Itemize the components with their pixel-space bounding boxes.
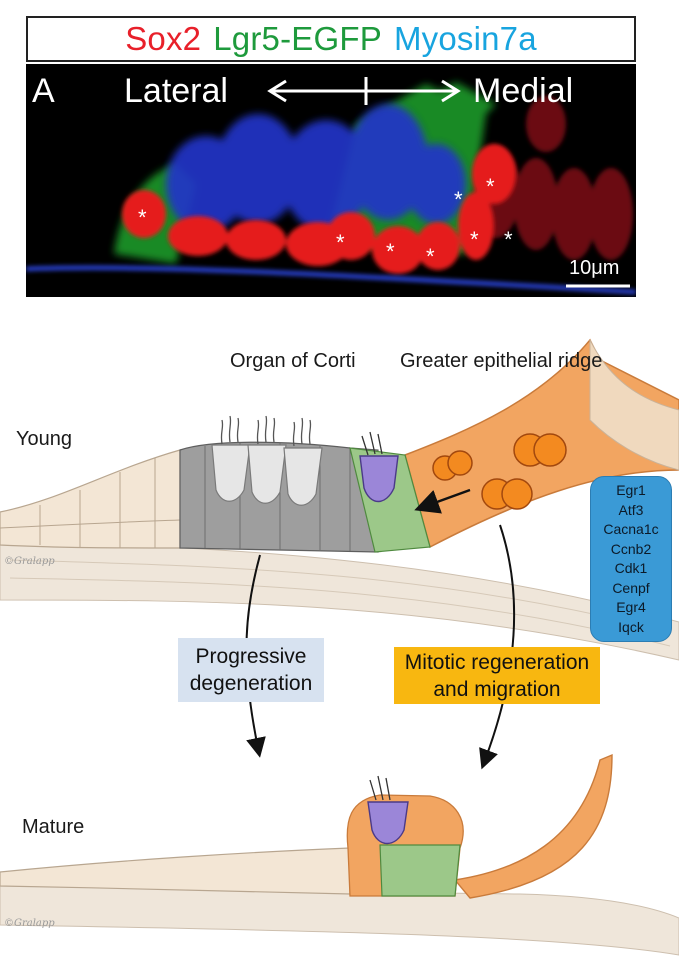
- mature-label: Mature: [22, 816, 85, 838]
- micrograph-panel: A Lateral Medial 10μm * * * * * * * *: [26, 64, 636, 297]
- stain-legend: Sox2 Lgr5-EGFP Myosin7a: [26, 16, 636, 62]
- degeneration-line: degeneration: [189, 672, 313, 695]
- micrograph-image: [26, 77, 636, 295]
- scale-bar-label: 10μm: [569, 257, 620, 279]
- young-lateral-cells: [0, 449, 181, 549]
- gene-item: Cenpf: [612, 579, 650, 596]
- gene-item: Iqck: [618, 618, 644, 635]
- young-degenerating-hair-cells: [211, 444, 323, 506]
- young-label: Young: [16, 428, 72, 450]
- artist-signature: ©Gralapp: [4, 918, 55, 929]
- gene-item: Egr4: [616, 599, 646, 615]
- young-mesenchyme: [0, 539, 679, 661]
- asterisk-marker: *: [504, 227, 513, 252]
- gene-item: Ccnb2: [610, 540, 652, 557]
- organ-of-corti-label: Organ of Corti: [230, 350, 356, 372]
- lateral-label: Lateral: [124, 72, 228, 110]
- legend-myosin7a: Myosin7a: [393, 20, 537, 57]
- asterisk-marker: *: [386, 239, 395, 264]
- direction-arrow: [267, 77, 461, 105]
- regeneration-arrow: [479, 524, 516, 770]
- greater-epithelial-ridge-label: Greater epithelial ridge: [400, 350, 603, 372]
- migration-arrow: [414, 488, 471, 514]
- medial-label: Medial: [473, 72, 574, 110]
- gene-list: Egr1 Atf3 Cacna1c Ccnb2 Cdk1 Cenpf Egr4 …: [590, 476, 672, 642]
- gene-item: Cdk1: [614, 560, 648, 576]
- artist-signature: ©Gralapp: [4, 556, 55, 567]
- gene-item: Egr1: [616, 482, 646, 498]
- asterisk-marker: *: [470, 227, 479, 252]
- legend-sox2: Sox2: [125, 20, 202, 57]
- asterisk-marker: *: [138, 205, 147, 230]
- asterisk-marker: *: [454, 187, 463, 212]
- asterisk-marker: *: [486, 174, 495, 199]
- asterisk-marker: *: [336, 230, 345, 255]
- regeneration-line: and migration: [433, 678, 561, 701]
- degeneration-tag: Progressive degeneration: [178, 638, 324, 702]
- regeneration-line: Mitotic regeneration: [404, 651, 590, 674]
- panel-letter: A: [32, 72, 55, 110]
- mature-lateral-cells: [0, 847, 351, 895]
- mature-thin-ger: [453, 753, 613, 899]
- regeneration-tag: Mitotic regeneration and migration: [394, 647, 600, 704]
- mitotic-cells: [432, 433, 567, 510]
- degeneration-line: Progressive: [195, 645, 307, 668]
- mature-hair-cell: [367, 801, 409, 845]
- gene-item: Cacna1c: [603, 521, 659, 537]
- asterisk-marker: *: [426, 244, 435, 269]
- gene-item: Atf3: [618, 501, 644, 518]
- young-hair-cell: [359, 455, 399, 503]
- legend-lgr5-egfp: Lgr5-EGFP: [213, 20, 382, 57]
